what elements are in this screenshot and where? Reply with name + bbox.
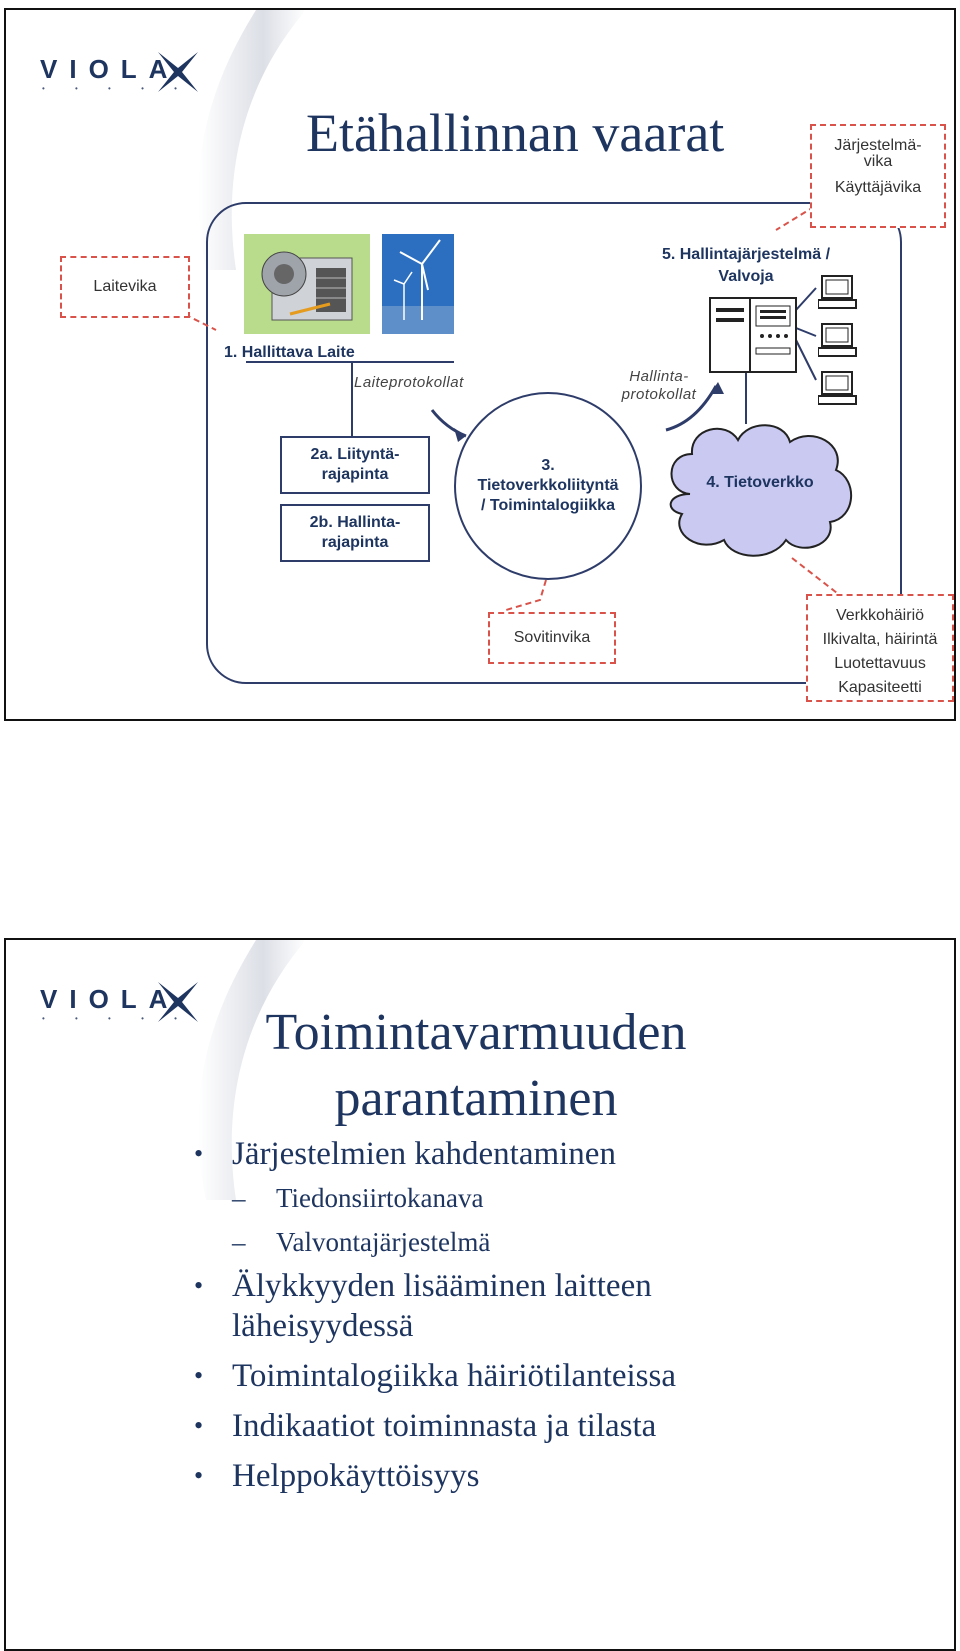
- logo-x-icon: [158, 52, 198, 92]
- list-item: • Älykkyyden lisääminen laitteen: [194, 1268, 652, 1304]
- viola-logo: VIOLA • • • • •: [36, 978, 216, 1038]
- logo-text: VIOLA: [40, 54, 180, 84]
- logo-subtext: • • • • •: [42, 84, 191, 93]
- server-rack-icon: [709, 297, 797, 373]
- fault-adapter-box: Sovitinvika: [488, 612, 616, 664]
- box-2a-interface: 2a. Liityntä- rajapinta: [280, 436, 430, 494]
- connector-lines: [175, 206, 855, 611]
- wind-turbine-icon: [382, 239, 454, 334]
- label-device: 1. Hallittava Laite: [224, 344, 355, 361]
- fault-device-box: Laitevika: [60, 256, 190, 318]
- computer-icon: [818, 275, 857, 309]
- viola-logo: VIOLA • • • • •: [36, 48, 216, 108]
- list-subitem: – Tiedonsiirtokanava: [232, 1183, 484, 1213]
- logo-subtext: • • • • •: [42, 1014, 191, 1023]
- label-mgmt-protocols: Hallinta- protokollat: [621, 368, 697, 403]
- background-swoosh: [198, 10, 306, 270]
- slide-1: VIOLA • • • • • Etähallinnan vaarat: [4, 8, 956, 721]
- label-mgmt-system: 5. Hallintajärjestelmä / Valvoja: [661, 246, 831, 285]
- network-cloud-icon: [669, 424, 852, 557]
- box-2b-interface: 2b. Hallinta- rajapinta: [280, 504, 430, 562]
- list-item: • Helppokäyttöisyys: [194, 1458, 480, 1494]
- computer-icon: [818, 323, 857, 357]
- system-frame: [206, 202, 902, 684]
- logo-x-icon: [158, 982, 198, 1022]
- list-subitem: – Valvontajärjestelmä: [232, 1227, 491, 1257]
- background-swoosh: [198, 940, 306, 1200]
- device-image: [244, 234, 370, 334]
- list-item: • Järjestelmien kahdentaminen: [194, 1136, 616, 1172]
- computer-icon: [818, 371, 857, 405]
- slide-title: Toimintavarmuuden parantaminen: [265, 1004, 687, 1127]
- circle-3-network-interface: 3. Tietoverkkoliityntä / Toimintalogiikk…: [454, 392, 642, 580]
- list-item-continuation: läheisyydessä: [232, 1308, 414, 1344]
- logo-text: VIOLA: [40, 984, 180, 1014]
- slide-title: Etähallinnan vaarat: [306, 103, 725, 163]
- list-item: • Indikaatiot toiminnasta ja tilasta: [194, 1408, 657, 1444]
- label-device-protocols: Laiteprotokollat: [354, 374, 464, 391]
- cloud-4-label: 4. Tietoverkko: [706, 474, 814, 491]
- list-item: • Toimintalogiikka häiriötilanteissa: [194, 1358, 677, 1394]
- fault-user-box: Järjestelmä- vika Käyttäjävika: [810, 124, 946, 228]
- wind-turbine-image: [382, 234, 454, 334]
- gear-device-icon: [261, 251, 353, 321]
- slide-2: VIOLA • • • • • Toimintavarmuuden parant…: [4, 938, 956, 1651]
- bullet-list: • Järjestelmien kahdentaminen – Tiedonsi…: [192, 1132, 912, 1498]
- fault-network-box: Verkkohäiriö Ilkivalta, häirintä Luotett…: [806, 594, 954, 702]
